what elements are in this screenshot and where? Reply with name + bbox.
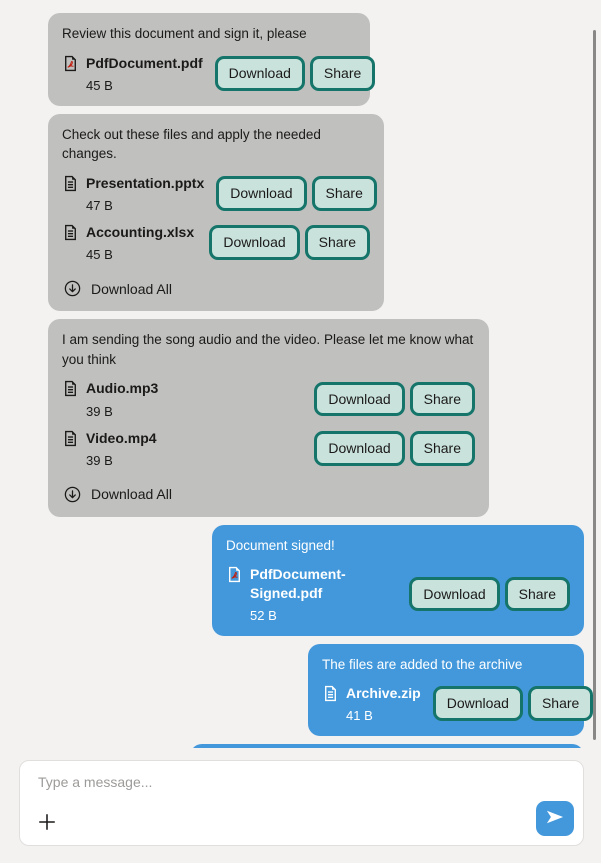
pdf-file-icon <box>226 566 243 583</box>
download-all-label: Download All <box>91 280 172 297</box>
share-button[interactable]: Share <box>309 55 376 91</box>
message-text: Document signed! <box>226 537 335 553</box>
download-button[interactable]: Download <box>214 55 305 91</box>
file-size: 45 B <box>86 247 113 263</box>
send-button[interactable] <box>536 801 574 836</box>
message-composer <box>19 760 584 846</box>
message-bubble-incoming: Review this document and sign it, please… <box>48 13 376 106</box>
file-actions: Download Share <box>432 686 594 722</box>
share-button[interactable]: Share <box>304 225 370 261</box>
file-attachment-row: PdfDocument.pdf 45 B Download Share <box>62 54 376 93</box>
file-attachment-row: Audio.mp3 39 B Download Share <box>62 379 475 419</box>
message-bubble-incoming: Check out these files and apply the need… <box>48 113 384 312</box>
document-file-icon <box>322 685 339 702</box>
message-bubble-outgoing: The song is really good, and the video i… <box>190 744 584 748</box>
file-attachment-row: Video.mp4 39 B Download Share <box>62 429 475 468</box>
message-text: Check out these files and apply the need… <box>62 126 321 162</box>
message-bubble-outgoing: Document signed! PdfDocument-Signed.pdf … <box>212 524 584 636</box>
file-info: PdfDocument.pdf 45 B <box>62 54 203 93</box>
share-button[interactable]: Share <box>409 381 475 417</box>
plus-icon <box>37 812 57 832</box>
message-list: Review this document and sign it, please… <box>48 13 594 748</box>
file-actions: Download Share <box>209 225 370 261</box>
file-info: Accounting.xlsx 45 B <box>62 223 194 262</box>
circle-arrow-down-icon <box>64 486 81 503</box>
message-bubble-outgoing: The files are added to the archive Archi… <box>308 643 594 737</box>
message-bubble-incoming: I am sending the song audio and the vide… <box>48 319 489 517</box>
file-name: Audio.mp3 <box>86 380 159 397</box>
file-meta: PdfDocument.pdf 45 B <box>86 54 203 93</box>
file-meta: Video.mp4 39 B <box>86 429 157 468</box>
file-meta: Audio.mp3 39 B <box>86 379 158 418</box>
file-attachment-row: Presentation.pptx 47 B Download Share <box>62 174 377 213</box>
scrollbar[interactable] <box>593 30 596 740</box>
file-actions: Download Share <box>314 430 475 466</box>
send-icon <box>545 808 565 829</box>
file-size: 41 B <box>346 708 373 724</box>
file-name: PdfDocument-Signed.pdf <box>250 566 346 601</box>
file-name: Presentation.pptx <box>86 174 205 191</box>
download-all-button[interactable]: Download All <box>62 485 174 504</box>
attach-button[interactable] <box>33 808 61 836</box>
file-name: Archive.zip <box>346 685 421 702</box>
file-actions: Download Share <box>214 55 376 91</box>
download-button[interactable]: Download <box>314 430 405 466</box>
download-all-button[interactable]: Download All <box>62 279 174 298</box>
file-info: Video.mp4 39 B <box>62 429 157 468</box>
download-all-label: Download All <box>91 486 172 503</box>
document-file-icon <box>62 175 79 192</box>
circle-arrow-down-icon <box>64 280 81 297</box>
file-attachment-row: Accounting.xlsx 45 B Download Share <box>62 223 370 262</box>
file-name: Accounting.xlsx <box>86 224 195 241</box>
download-button[interactable]: Download <box>314 381 405 417</box>
file-actions: Download Share <box>409 576 570 612</box>
file-info: PdfDocument-Signed.pdf 52 B <box>226 565 397 623</box>
file-actions: Download Share <box>216 176 377 211</box>
file-attachment-row: PdfDocument-Signed.pdf 52 B Download Sha… <box>226 565 570 623</box>
share-button[interactable]: Share <box>409 430 475 466</box>
document-file-icon <box>62 380 79 397</box>
file-info: Audio.mp3 39 B <box>62 379 158 419</box>
share-button[interactable]: Share <box>311 176 377 211</box>
file-meta: PdfDocument-Signed.pdf 52 B <box>250 565 397 622</box>
file-actions: Download Share <box>314 381 475 417</box>
share-button[interactable]: Share <box>504 576 570 612</box>
download-button[interactable]: Download <box>216 176 307 211</box>
message-text: I am sending the song audio and the vide… <box>62 332 474 367</box>
download-button[interactable]: Download <box>409 576 500 612</box>
file-meta: Archive.zip 41 B <box>346 684 421 723</box>
file-size: 47 B <box>86 198 113 214</box>
file-attachment-row: Archive.zip 41 B Download Share <box>322 684 594 723</box>
file-meta: Accounting.xlsx 45 B <box>86 223 194 262</box>
message-text: Review this document and sign it, please <box>62 26 307 41</box>
file-size: 39 B <box>86 403 113 419</box>
file-size: 45 B <box>86 77 113 93</box>
pdf-file-icon <box>62 55 79 72</box>
download-button[interactable]: Download <box>432 686 523 722</box>
message-input[interactable] <box>36 772 519 804</box>
file-size: 39 B <box>86 452 113 468</box>
file-info: Archive.zip 41 B <box>322 684 421 723</box>
download-button[interactable]: Download <box>209 225 300 261</box>
message-text: The files are added to the archive <box>322 656 523 672</box>
document-file-icon <box>62 224 79 241</box>
file-info: Presentation.pptx 47 B <box>62 174 204 213</box>
share-button[interactable]: Share <box>527 686 594 722</box>
file-name: PdfDocument.pdf <box>86 54 203 71</box>
file-size: 52 B <box>250 607 277 623</box>
file-name: Video.mp4 <box>86 429 157 446</box>
document-file-icon <box>62 430 79 447</box>
file-meta: Presentation.pptx 47 B <box>86 174 204 213</box>
